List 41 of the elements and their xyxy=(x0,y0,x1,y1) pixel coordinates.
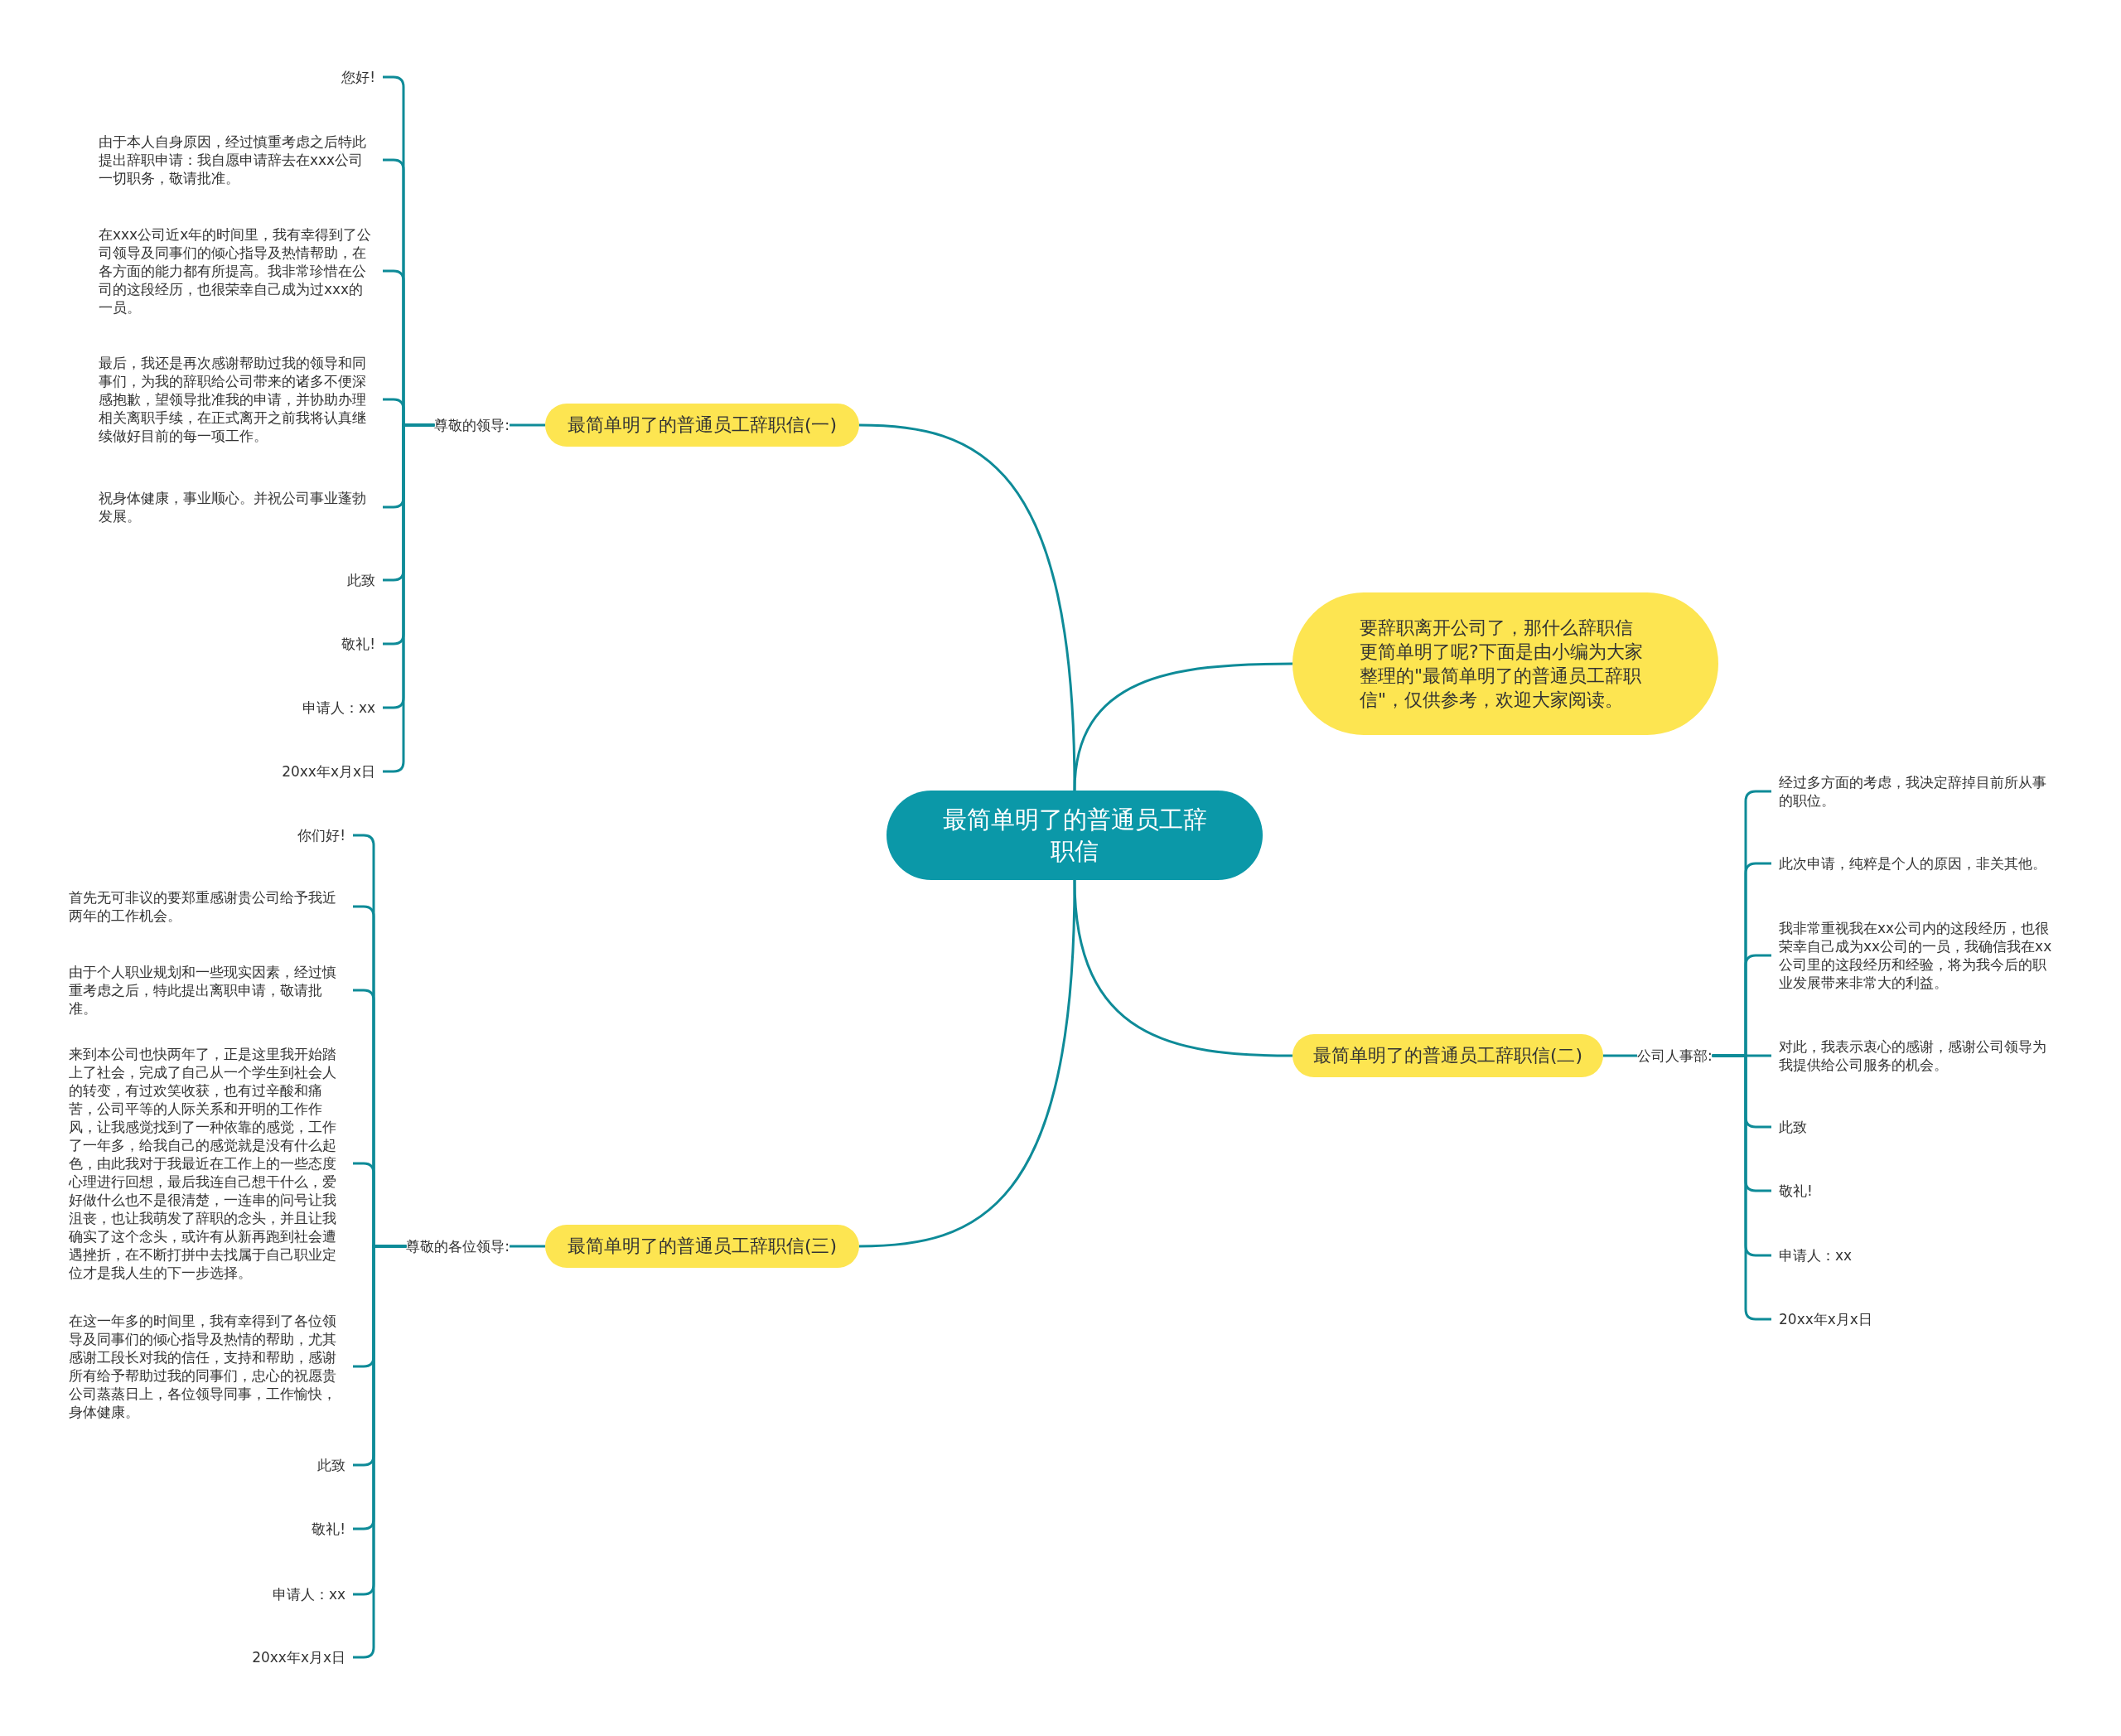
letter-text: 您好! xyxy=(334,68,383,86)
letter-text: 来到本公司也快两年了，正是这里我开始踏上了社会，完成了自己从一个学生到社会人的转变，有过欢笑收获，也有过辛酸和痛苦，公司平等的人际关系和开明的工作作风，让我感觉找到了一种依靠的感觉，工作了一年多，给我自己的感觉就是没有什么起色，由此我对于我最近在工作上的一些态度心理进行回想，最后我连自己想干什么，爱好做什么也不是很清楚，一连串的问号让我沮丧，也让我萌发了辞职的念头，并且让我确实了这个念头，或许有从新再跑到社会遭遇挫折，在不断打拼中去找属于自己职业定位才是我人生的下一步选择。 xyxy=(61,1045,353,1282)
letter-text: 20xx年x月x日 xyxy=(244,1648,353,1666)
curved-connector xyxy=(858,423,1076,791)
letter-text: 此致 xyxy=(310,1456,353,1474)
salutation-text: 公司人事部: xyxy=(1637,1046,1713,1066)
branch-topic-pill: 最简单明了的普通员工辞职信(一) xyxy=(545,404,859,447)
letter-text: 在xxx公司近x年的时间里，我有幸得到了公司领导及同事们的倾心指导及热情帮助，在各方面的能力都有所提高。我非常珍惜在公司的这段经历，也很荣幸自己成为过xxx的一员。 xyxy=(91,225,383,317)
connector-line xyxy=(510,423,545,427)
letter-text: 首先无可非议的要郑重感谢贵公司给予我近两年的工作机会。 xyxy=(61,888,353,925)
branch-topic-pill: 最简单明了的普通员工辞职信(二) xyxy=(1292,1034,1603,1077)
letter-text: 我非常重视我在xx公司内的这段经历，也很荣幸自己成为xx公司的一员，我确信我在xx公司里的这段经历和经验，将为我今后的职业发展带来非常大的利益。 xyxy=(1771,919,2063,992)
letter-text: 申请人：xx xyxy=(264,1585,353,1603)
letter-text: 由于个人职业规划和一些现实因素，经过慎重考虑之后，特此提出离职申请，敬请批准。 xyxy=(61,963,353,1018)
letter-text: 经过多方面的考虑，我决定辞掉目前所从事的职位。 xyxy=(1771,773,2063,810)
letter-text: 祝身体健康，事业顺心。并祝公司事业蓬勃发展。 xyxy=(91,489,383,525)
letter-text: 申请人：xx xyxy=(294,699,383,717)
curved-connector xyxy=(1073,879,1293,1057)
letter-text: 敬礼! xyxy=(1771,1182,1820,1200)
letter-text: 此致 xyxy=(340,571,383,589)
curved-connector xyxy=(1073,662,1292,791)
summary-bubble: 要辞职离开公司了，那什么辞职信更简单明了呢?下面是由小编为大家整理的"最简单明了的普通员工辞职信"，仅供参考，欢迎大家阅读。 xyxy=(1292,592,1718,735)
letter-text: 此次申请，纯粹是个人的原因，非关其他。 xyxy=(1771,854,2054,873)
salutation-text: 尊敬的领导: xyxy=(434,415,510,435)
letter-text: 你们好! xyxy=(290,826,353,844)
letter-text: 申请人：xx xyxy=(1771,1246,1860,1265)
salutation-text: 尊敬的各位领导: xyxy=(406,1236,510,1256)
letter-text: 由于本人自身原因，经过慎重考虑之后特此提出辞职申请：我自愿申请辞去在xxx公司一切职务，敬请批准。 xyxy=(91,133,383,187)
letter-text: 此致 xyxy=(1771,1118,1814,1136)
letter-text: 20xx年x月x日 xyxy=(274,762,383,781)
letter-text: 20xx年x月x日 xyxy=(1771,1310,1880,1328)
letter-text: 敬礼! xyxy=(334,635,383,653)
connector-line xyxy=(510,1245,545,1248)
curved-connector xyxy=(858,879,1076,1248)
letter-text: 最后，我还是再次感谢帮助过我的领导和同事们，为我的辞职给公司带来的诸多不便深感抱歉，望领导批准我的申请，并协助办理相关离职手续，在正式离开之前我将认真继续做好目前的每一项工作。 xyxy=(91,354,383,445)
letter-text: 敬礼! xyxy=(304,1520,353,1538)
connector-line xyxy=(1603,1054,1637,1057)
central-topic-pill: 最简单明了的普通员工辞职信 xyxy=(887,791,1263,880)
branch-topic-pill: 最简单明了的普通员工辞职信(三) xyxy=(545,1225,859,1268)
letter-text: 对此，我表示衷心的感谢，感谢公司领导为我提供给公司服务的机会。 xyxy=(1771,1037,2063,1074)
letter-text: 在这一年多的时间里，我有幸得到了各位领导及同事们的倾心指导及热情的帮助，尤其感谢工段长对我的信任，支持和帮助，感谢所有给予帮助过我的同事们，忠心的祝愿贵公司蒸蒸日上，各位领导同事，工作愉快，身体健康。 xyxy=(61,1312,353,1421)
